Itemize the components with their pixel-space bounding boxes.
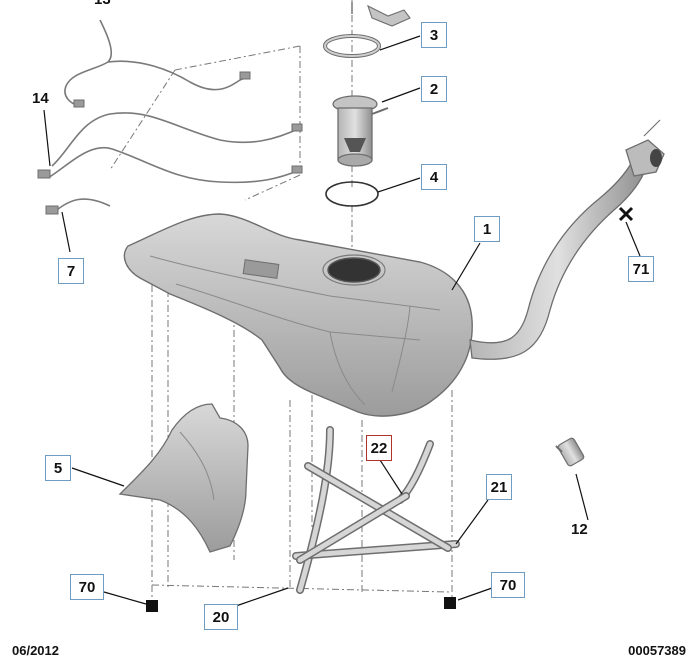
- filler-pipe: [469, 119, 665, 360]
- fixing-point-left: [146, 600, 158, 612]
- heat-shield: [118, 403, 249, 553]
- top-connector: [351, 2, 411, 27]
- label-top-cut: 13: [94, 0, 111, 8]
- footer-date: 06/2012: [12, 643, 59, 658]
- pipe-connectors: [37, 71, 303, 215]
- tank-seal: [325, 181, 379, 207]
- label-3: 3: [421, 22, 447, 48]
- footer-reference: 00057389: [628, 643, 686, 658]
- label-2: 2: [421, 76, 447, 102]
- fuel-tank: [123, 213, 473, 417]
- cross-marker: [618, 206, 634, 222]
- locking-ring: [323, 34, 381, 58]
- tank-straps: [292, 426, 460, 594]
- label-7: 7: [58, 258, 84, 284]
- leader-lines: [43, 35, 641, 607]
- label-22: 22: [366, 435, 392, 461]
- fuel-pump-module: [332, 95, 389, 167]
- pipe-harnesses: [47, 19, 301, 215]
- fuel-filter: [555, 437, 585, 467]
- fixing-point-right: [444, 597, 456, 609]
- label-4: 4: [421, 164, 447, 190]
- label-5: 5: [45, 455, 71, 481]
- label-70-left: 70: [70, 574, 104, 600]
- label-20: 20: [204, 604, 238, 630]
- label-21: 21: [486, 474, 512, 500]
- label-1: 1: [474, 216, 500, 242]
- label-70-right: 70: [491, 572, 525, 598]
- label-14: 14: [32, 90, 49, 107]
- label-71: 71: [628, 256, 654, 282]
- label-12: 12: [571, 521, 588, 538]
